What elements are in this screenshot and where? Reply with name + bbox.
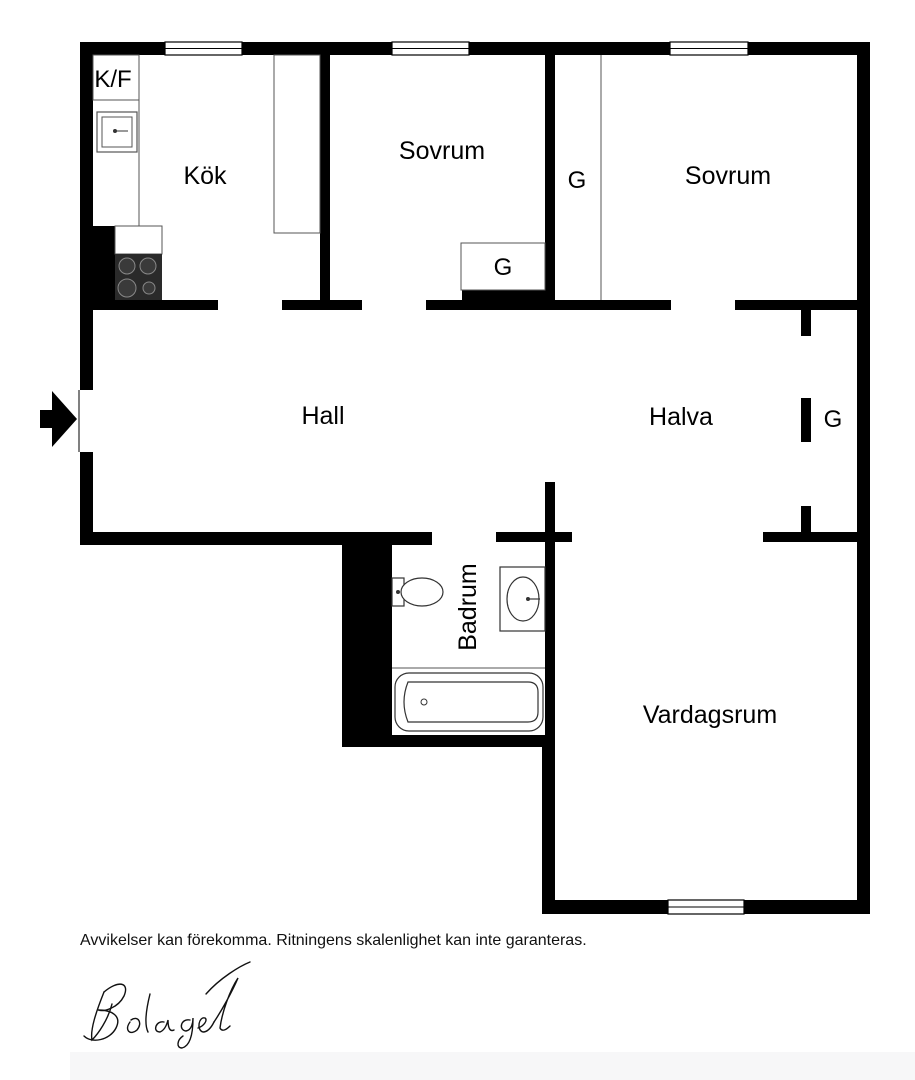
windows bbox=[164, 41, 749, 915]
label-half-hall: Halva bbox=[649, 403, 713, 431]
kitchen-cabinet bbox=[273, 54, 321, 234]
washbasin-icon bbox=[499, 566, 546, 632]
disclaimer-text: Avvikelser kan förekomma. Ritningens ska… bbox=[80, 932, 587, 949]
window-living-room bbox=[667, 899, 745, 915]
stove-top bbox=[114, 225, 163, 255]
label-kitchen: Kök bbox=[183, 162, 227, 190]
label-wardrobe-3: G bbox=[824, 406, 843, 433]
hob-icon bbox=[115, 254, 162, 300]
company-logo bbox=[83, 961, 251, 1049]
label-living-room: Vardagsrum bbox=[643, 701, 777, 729]
label-bedroom-1: Sovrum bbox=[399, 137, 485, 165]
footer-bar bbox=[70, 1052, 915, 1080]
window-bedroom-1 bbox=[391, 41, 470, 56]
sink-icon bbox=[96, 111, 138, 153]
window-bedroom-2 bbox=[669, 41, 749, 56]
fridge-freezer bbox=[92, 54, 140, 101]
label-hall: Hall bbox=[301, 402, 344, 430]
label-fridge-freezer: K/F bbox=[94, 66, 131, 93]
label-wardrobe-2: G bbox=[568, 167, 587, 194]
label-bathroom: Badrum bbox=[454, 563, 482, 651]
outer-walls bbox=[80, 42, 870, 914]
window-kitchen bbox=[164, 41, 243, 56]
wardrobe-bedroom-1 bbox=[460, 242, 546, 291]
bathroom-fixtures bbox=[391, 566, 546, 732]
entrance-arrow-icon bbox=[40, 391, 77, 447]
bathtub-icon bbox=[394, 672, 544, 732]
label-bedroom-2: Sovrum bbox=[685, 162, 771, 190]
kitchen-fixtures bbox=[92, 54, 321, 300]
label-wardrobe-1: G bbox=[494, 254, 513, 281]
interior-walls bbox=[93, 55, 857, 742]
toilet-icon bbox=[391, 577, 444, 607]
